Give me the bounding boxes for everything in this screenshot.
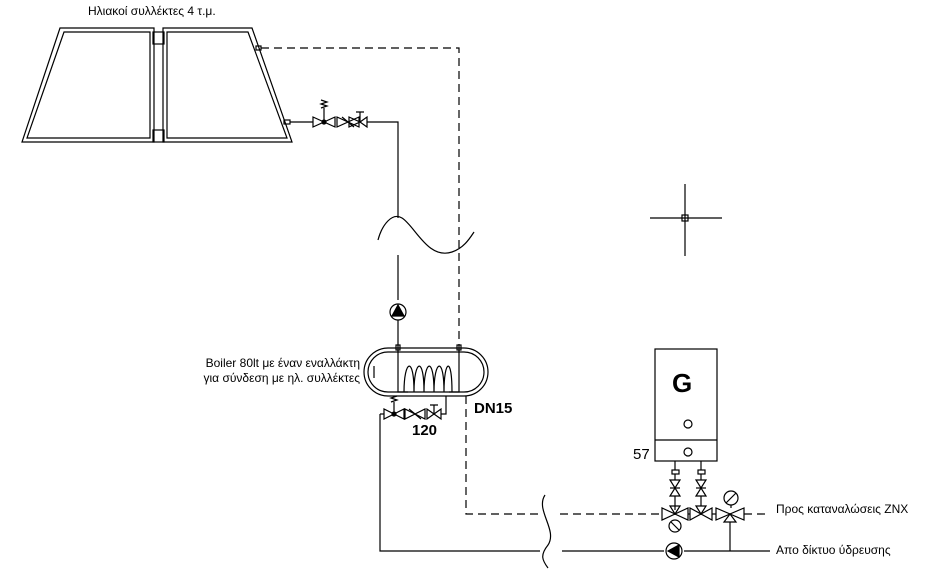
boiler-valve-dot	[391, 411, 397, 417]
collector-joint-top	[152, 31, 165, 45]
collector-joint-bottom	[152, 129, 165, 143]
boiler-label-line1: Boiler 80lt με έναν εναλλάκτη	[205, 356, 360, 370]
to-consumers-label: Προς καταναλώσεις ZNX	[776, 502, 909, 516]
boiler-tank	[363, 347, 489, 397]
height-120-label: 120	[412, 422, 438, 439]
hot-return-pipe-dashed	[261, 47, 460, 345]
height-57-label: 57	[633, 446, 650, 463]
boiler-inlet-valve-group	[380, 395, 447, 421]
from-mains-label: Απο δίκτυο ύδρευσης	[776, 543, 891, 557]
three-way-valve-2	[689, 505, 713, 522]
pipe-size-label: DN15	[474, 400, 513, 417]
hot-water-output-dashed-a	[465, 396, 540, 515]
solar-pump	[389, 303, 407, 321]
heater-outlet-valves	[668, 474, 708, 506]
cold-feed-pipe-a	[379, 414, 540, 552]
thermostatic-mixing-valve	[715, 490, 745, 551]
solar-collectors-label: Ηλιακοί συλλέκτες 4 τ.μ.	[88, 4, 216, 18]
break-symbol-upper	[377, 216, 475, 254]
collector-valve-group	[312, 99, 368, 129]
boiler-heat-exchanger-coil	[395, 344, 462, 393]
boiler-label-line2: για σύνδεση με ηλ. συλλέκτες	[203, 371, 360, 385]
mains-pump	[665, 542, 683, 560]
solar-collector-left	[21, 27, 155, 143]
collector-supply-pipe-b	[367, 121, 399, 218]
boiler-label: Boiler 80lt με έναν εναλλάκτη για σύνδεσ…	[160, 356, 360, 386]
three-way-valve-1	[661, 505, 689, 533]
break-symbol-lower	[541, 494, 552, 569]
crosshair-marker	[650, 184, 722, 256]
collector-valve-dot	[321, 119, 327, 125]
solar-collector-right	[162, 27, 293, 143]
heater-letter-label: G	[672, 368, 693, 398]
